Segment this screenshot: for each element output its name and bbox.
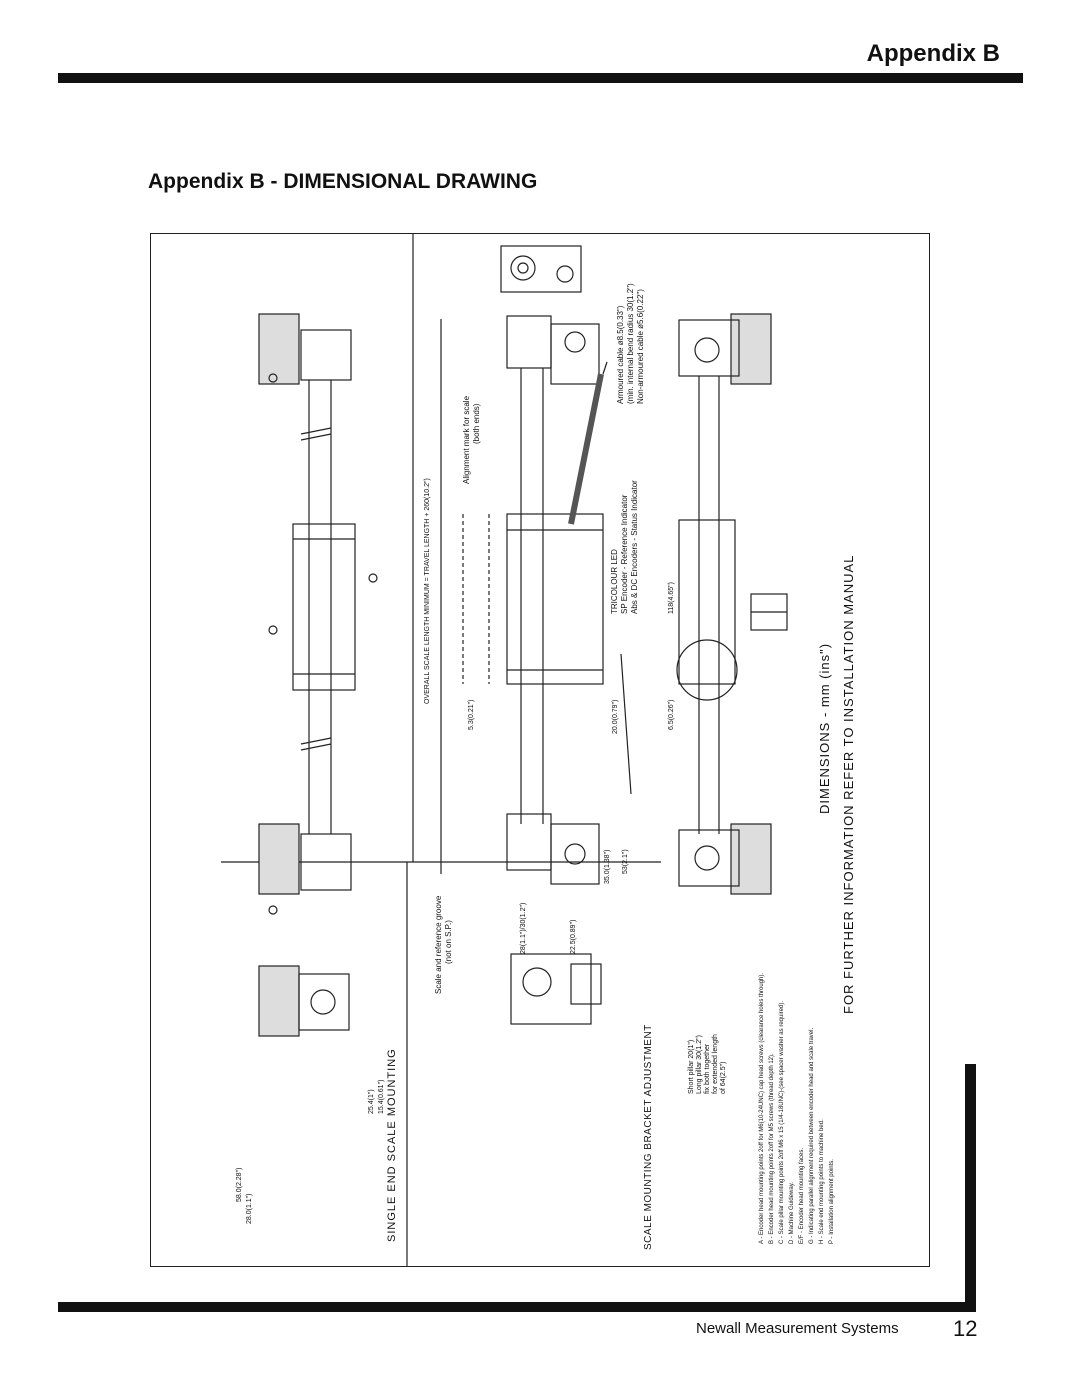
legend-item-ef: E/F - Encoder head mounting faces. bbox=[799, 1148, 805, 1244]
legend-item-p: P - Installation alignment points. bbox=[829, 1159, 835, 1244]
legend-item-d: D - Machine Guideway. bbox=[789, 1182, 795, 1244]
cable-note-3: Non-armoured cable ø5.6(0.22") bbox=[636, 289, 645, 404]
header-rule bbox=[58, 73, 1023, 83]
dim-label: 5.3(0.21") bbox=[468, 699, 475, 730]
dim-label: 6.5(0.26") bbox=[668, 699, 675, 730]
scale-top-view bbox=[258, 313, 378, 1037]
mount-note: of 64(2.5") bbox=[720, 1062, 727, 1094]
single-end-mounting-label: SINGLE END SCALE MOUNTING bbox=[386, 1048, 398, 1242]
scale-side-view bbox=[676, 313, 788, 895]
mount-note: Short pillar 20(1") bbox=[688, 1040, 695, 1094]
dim-label: 15.4(0.61") bbox=[378, 1080, 385, 1114]
footer-side-bar bbox=[965, 1064, 976, 1310]
mount-note: for extended length bbox=[712, 1034, 719, 1094]
header-title: Appendix B bbox=[866, 40, 1000, 67]
alignment-note-1: Alignment mark for scale bbox=[462, 395, 471, 484]
dim-label: 35.0(1.38") bbox=[604, 850, 611, 884]
drawing-canvas: FOR FURTHER INFORMATION REFER TO INSTALL… bbox=[221, 234, 856, 1266]
legend-item-g: G - Indicating parallel alignment requir… bbox=[809, 1028, 815, 1244]
dim-label: 53(2.1") bbox=[622, 849, 629, 874]
reader-head-view bbox=[440, 245, 632, 1025]
drawing-units-text: DIMENSIONS - mm (ins") bbox=[817, 643, 832, 814]
dimensional-drawing: FOR FURTHER INFORMATION REFER TO INSTALL… bbox=[150, 233, 930, 1267]
dim-label: 25.4(1") bbox=[368, 1089, 375, 1114]
footer-rule bbox=[58, 1302, 976, 1312]
led-note-3: Abs & DC Encoders - Status Indicator bbox=[630, 480, 639, 614]
page-number: 12 bbox=[953, 1316, 978, 1341]
bracket-adjustment-label: SCALE MOUNTING BRACKET ADJUSTMENT bbox=[643, 1024, 654, 1250]
mount-note: Long pillar 30(1.2") bbox=[696, 1035, 703, 1094]
dim-label: 22.5(0.89") bbox=[570, 920, 577, 954]
dim-label: 28.0(1.1") bbox=[246, 1193, 253, 1224]
legend-item-a: A - Encoder head mounting points 2off fo… bbox=[759, 973, 765, 1244]
overall-length-note: OVERALL SCALE LENGTH MINIMUM = TRAVEL LE… bbox=[424, 478, 431, 704]
scale-groove-note-1: Scale and reference groove bbox=[434, 895, 443, 994]
mount-note: fix both together bbox=[704, 1043, 711, 1094]
cable-note-2: (min. internal bend radius 30(1.2") bbox=[626, 283, 635, 404]
led-note-2: SP Encoder - Reference Indicator bbox=[620, 494, 629, 614]
alignment-note-2: (both ends) bbox=[472, 403, 481, 444]
dim-label: 20.0(0.79") bbox=[612, 700, 619, 734]
page-heading: Appendix B - DIMENSIONAL DRAWING bbox=[148, 170, 538, 193]
dim-label: 118(4.65") bbox=[668, 582, 675, 614]
dim-label: 28(1.1")/30(1.2") bbox=[520, 903, 527, 954]
legend-item-b: B - Encoder head mounting points 2off fo… bbox=[769, 1053, 775, 1244]
cable-note-1: Armoured cable ø8.5(0.33") bbox=[616, 305, 625, 404]
scale-groove-note-2: (not on S.P.) bbox=[444, 920, 453, 964]
legend-item-c: C - Scale pillar mounting points 2off M6… bbox=[779, 1001, 785, 1244]
dim-label: 58.0(2.28") bbox=[236, 1168, 243, 1202]
drawing-title-text: FOR FURTHER INFORMATION REFER TO INSTALL… bbox=[841, 555, 856, 1014]
led-note-1: TRICOLOUR LED bbox=[610, 549, 619, 614]
legend-item-h: H - Scale end mounting points to machine… bbox=[819, 1119, 825, 1244]
footer-company: Newall Measurement Systems bbox=[696, 1320, 899, 1337]
